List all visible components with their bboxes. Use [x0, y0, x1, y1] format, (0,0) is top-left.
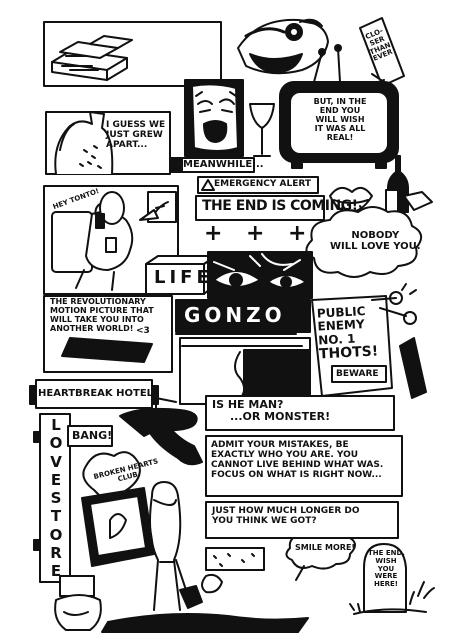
headless-figure-icon: [149, 481, 182, 611]
money-stack-icon: [51, 35, 133, 81]
how-long-line-1: JUST HOW MUCH LONGER DO: [212, 506, 360, 516]
plus-sign-3: +: [288, 221, 307, 246]
nobody-caption: NOBODY WILL LOVE YOU.: [330, 230, 421, 252]
love-store-letter-8: R: [50, 544, 62, 563]
tv-line-4: IT WAS ALL: [314, 123, 366, 133]
crazy-face-icon: [237, 18, 329, 75]
smartphone-icon: [61, 337, 153, 363]
love-store-sign: [33, 413, 71, 583]
smile-caption: SMILE MORE!: [295, 543, 356, 552]
admit-line-2: EXACTLY WHO YOU ARE. YOU: [211, 450, 359, 461]
love-store-letter-4: E: [50, 470, 62, 489]
grave-pit: [101, 613, 309, 633]
film-still-panel: [179, 337, 311, 405]
how-long-caption: JUST HOW MUCH LONGER DO YOU THINK WE GOT…: [212, 506, 360, 526]
alert-triangle-icon: [201, 179, 215, 191]
love-store-letter-6: T: [50, 507, 62, 526]
tv-screen-caption: BUT, IN THE END YOU WILL WISH IT WAS ALL…: [300, 97, 380, 143]
heartbreak-hotel-title: HEARTBREAK HOTEL: [38, 388, 154, 399]
bottom-left-figure: [54, 575, 102, 631]
tombstone-line-3: YOU: [377, 564, 395, 573]
love-store-letter-5: S: [50, 489, 62, 508]
love-store-letter-2: O: [49, 434, 63, 453]
guess-line-3: APART...: [106, 140, 148, 151]
is-he-man-caption: IS HE MAN? ...OR MONSTER!: [212, 398, 331, 424]
tombstone-line-5: HERE!: [373, 580, 398, 589]
plus-sign-1: +: [204, 221, 223, 246]
is-he-man-line-2: ...OR MONSTER!: [230, 410, 331, 424]
love-store-letter-1: L: [51, 416, 61, 434]
tv-line-1: BUT, IN THE: [313, 97, 367, 106]
emergency-box: [195, 176, 325, 221]
tombstone-line-1: THE END.: [368, 549, 405, 557]
photo-frame: [81, 487, 155, 567]
wine-glass-icon: [249, 103, 275, 157]
admit-line-1: ADMIT YOUR MISTAKES, BE: [211, 440, 349, 450]
love-store-letter-7: O: [49, 525, 63, 544]
lighter-icon: [399, 337, 427, 399]
revolutionary-line-4: ANOTHER WORLD!: [50, 323, 134, 333]
public-enemy-caption: PUBLIC ENEMY NO. 1 THOTS!: [317, 304, 379, 363]
emergency-caption: EMERGENCY ALERT: [214, 179, 312, 189]
guess-line-1: I GUESS WE: [106, 120, 166, 130]
love-store-letters: L O V E S T O R E: [48, 416, 64, 581]
how-long-line-2: YOU THINK WE GOT?: [212, 516, 317, 527]
end-coming-caption: THE END IS COMING!: [202, 198, 358, 214]
tv-line-2: END YOU: [319, 105, 361, 115]
nobody-cloud: [305, 206, 423, 278]
admit-line-4: FOCUS ON WHAT IS RIGHT NOW...: [211, 470, 382, 481]
tv-line-3: WILL WISH: [315, 114, 365, 124]
admit-line-3: CANNOT LIVE BEHIND WHAT WAS.: [211, 460, 384, 471]
gun-hand-icon: [119, 397, 203, 466]
scissors-icon: [371, 283, 417, 325]
revolutionary-caption: THE REVOLUTIONARY MOTION PICTURE THAT WI…: [50, 297, 154, 334]
heart-three-caption: <3: [136, 326, 150, 336]
revolutionary-line-2: MOTION PICTURE THAT: [50, 305, 154, 315]
revolutionary-panel: [43, 295, 173, 373]
love-store-letter-3: V: [50, 452, 62, 471]
tombstone-icon: [349, 543, 435, 615]
nobody-line-1: NOBODY: [351, 230, 400, 241]
screaming-face-panel: [184, 79, 244, 157]
is-he-man-line-1: IS HE MAN?: [212, 398, 284, 411]
guess-caption: I GUESS WE JUST GREW APART...: [106, 120, 165, 150]
guess-panel: [45, 111, 171, 175]
grenade-icon: [201, 573, 223, 594]
tombstone-caption: THE END. WISH YOU WERE HERE!: [368, 549, 405, 589]
alarm-clock-display: LIFE: [154, 267, 213, 288]
bang-caption: BANG!: [72, 429, 113, 442]
screaming-face-icon: [197, 98, 235, 113]
revolutionary-line-3: WILL TAKE YOU INTO: [50, 314, 144, 324]
gonzo-title: GONZO: [184, 303, 286, 327]
guess-line-2: JUST GREW: [106, 130, 163, 141]
tombstone-line-4: WERE: [374, 572, 398, 581]
beware-caption: BEWARE: [336, 369, 379, 379]
tv-line-5: REAL!: [326, 132, 354, 142]
broken-hearts-heart: [82, 451, 141, 503]
money-panel: [43, 21, 222, 87]
retro-tv-icon: [279, 44, 399, 169]
sponge-icon: [205, 547, 265, 571]
nobody-line-2: WILL LOVE YOU.: [330, 241, 421, 253]
revolutionary-line-1: THE REVOLUTIONARY: [50, 297, 146, 306]
public-enemy-line-4: THOTS!: [318, 343, 379, 363]
eye-panel: [207, 251, 313, 299]
admit-caption: ADMIT YOUR MISTAKES, BE EXACTLY WHO YOU …: [211, 440, 383, 480]
plus-sign-2: +: [246, 221, 265, 246]
meanwhile-caption: MEANWHILE...: [183, 159, 264, 170]
love-store-letter-9: E: [50, 562, 62, 581]
tonto-panel: [43, 185, 179, 295]
shovel-icon: [175, 559, 203, 609]
tombstone-line-2: WISH: [375, 556, 397, 565]
public-enemy-sign: [311, 295, 393, 397]
